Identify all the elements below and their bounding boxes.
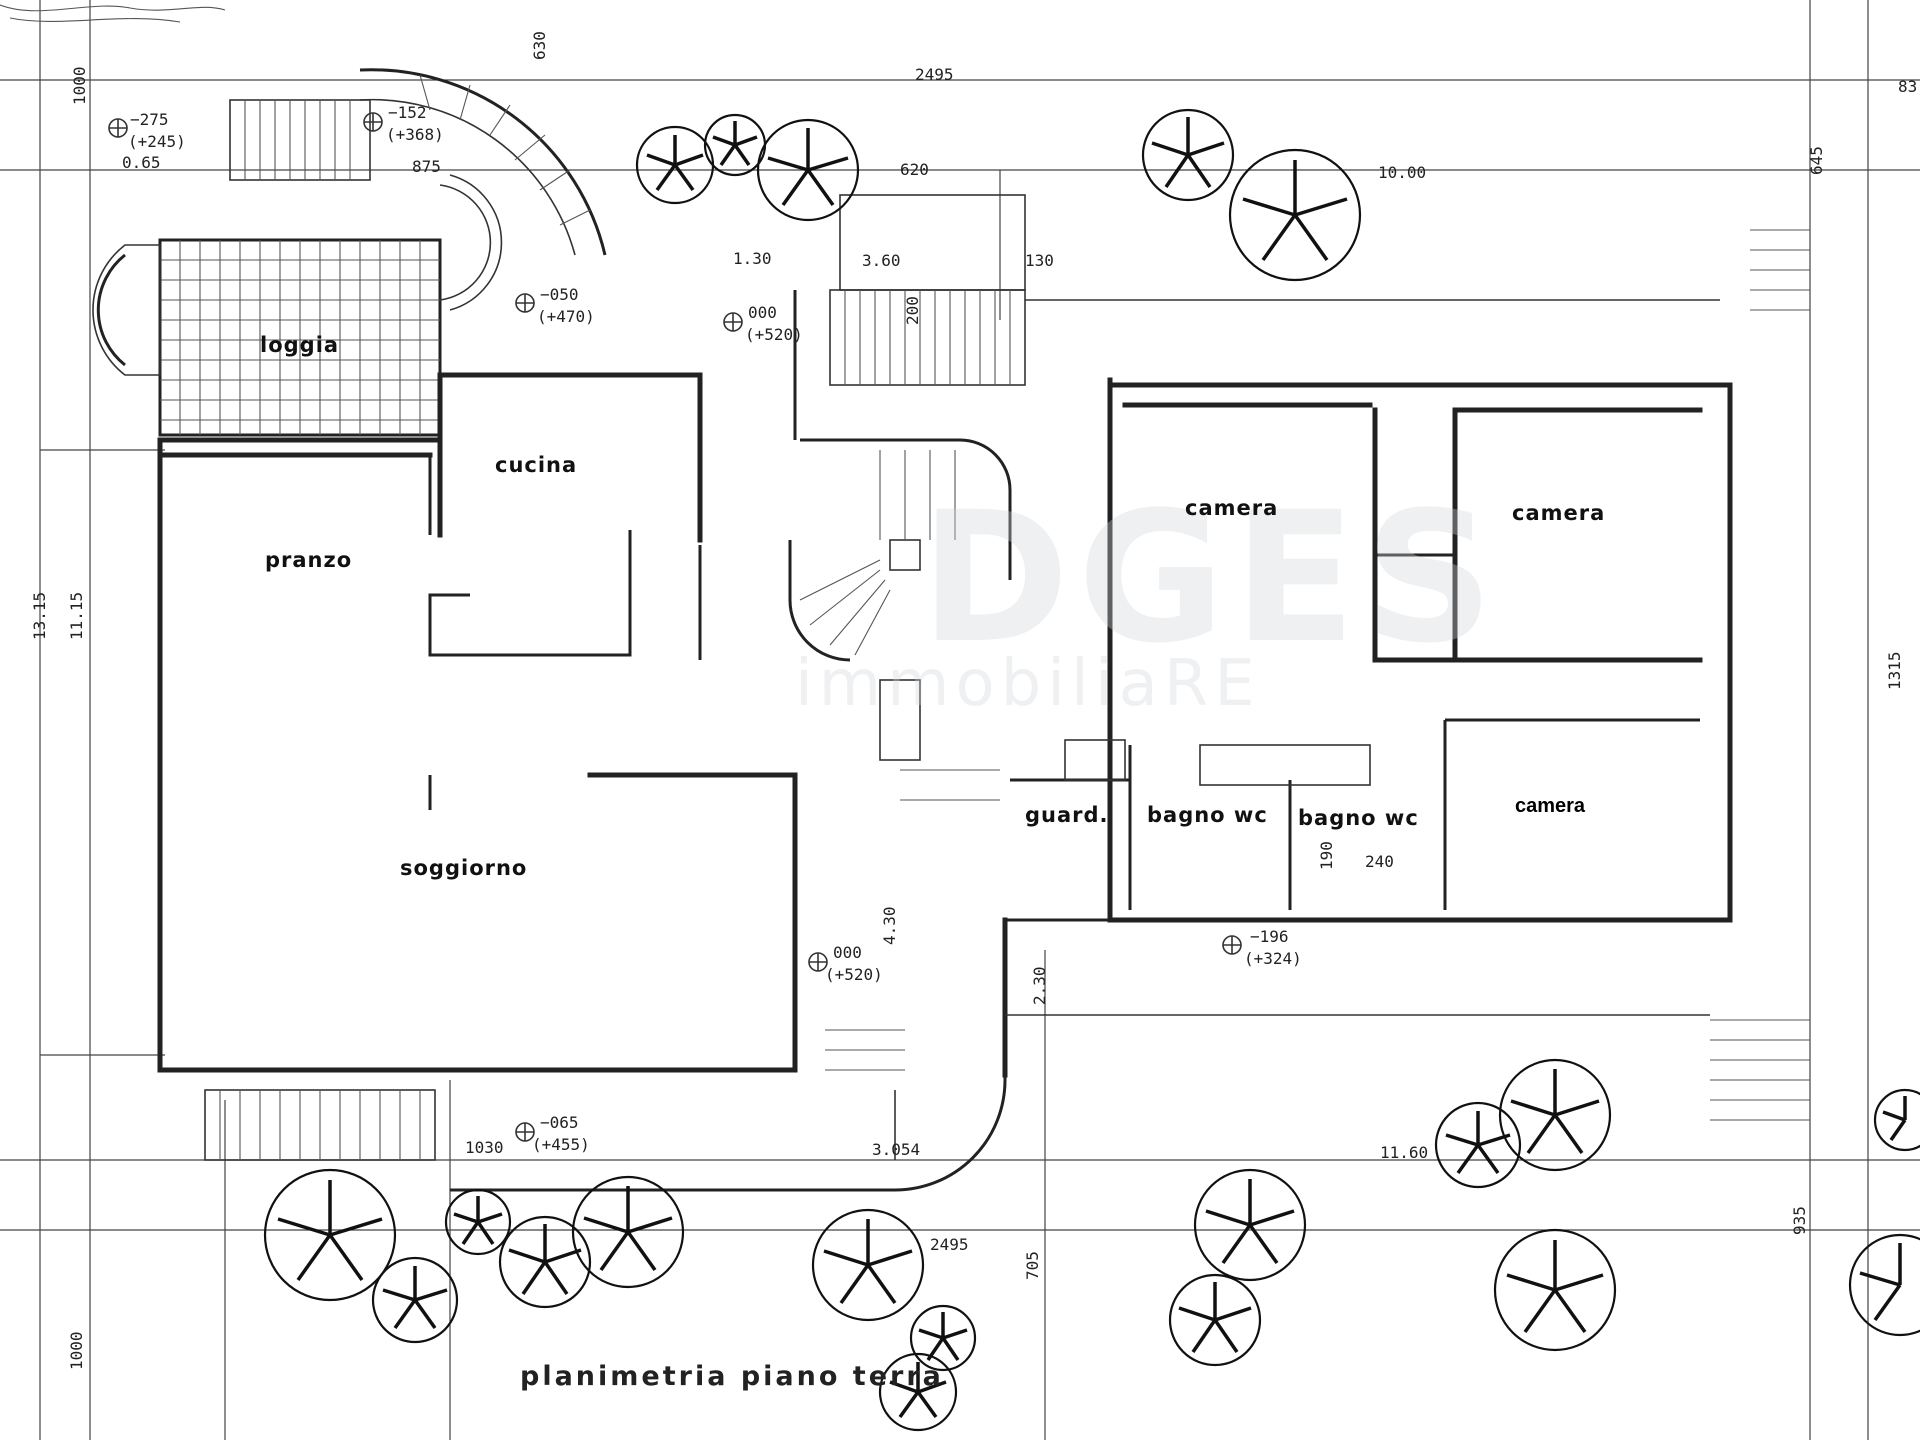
dim-360: 3.60 (862, 251, 901, 270)
dim-1000b: 10.00 (1378, 163, 1426, 182)
tree (1434, 1101, 1522, 1189)
dim-620: 620 (900, 160, 929, 179)
dim-1315-right: 1315 (1885, 651, 1904, 690)
dim-190: 190 (1317, 841, 1336, 870)
level-sub: (+520) (745, 325, 803, 344)
interior-stair (799, 450, 1000, 801)
level-sub: (+520) (825, 965, 883, 984)
tree (878, 1352, 958, 1432)
tree (756, 118, 860, 222)
tree (1848, 1233, 1920, 1337)
level-sub: (+324) (1244, 949, 1302, 968)
plan-title: planimetria piano terra (520, 1361, 944, 1392)
level-marker-icon (515, 293, 535, 313)
level-main: −196 (1250, 927, 1289, 946)
level-marker-icon (808, 952, 828, 972)
tree (1493, 1228, 1617, 1352)
level-markers: −275 (+245) −152 (+368) −050 (+470) 000 … (108, 103, 1302, 1154)
level-sub: (+455) (532, 1135, 590, 1154)
level-main: 000 (748, 303, 777, 322)
level-marker-icon (723, 312, 743, 332)
dim-1315-left: 13.15 (30, 592, 49, 640)
dim-130a: 1.30 (733, 249, 772, 268)
room-label-bagno-2: bagno wc (1298, 806, 1419, 830)
tree (1498, 1058, 1612, 1172)
room-label-pranzo: pranzo (265, 548, 352, 572)
tree (498, 1215, 592, 1309)
tree (635, 125, 715, 205)
trees (263, 108, 1920, 1432)
tree (263, 1168, 397, 1302)
loggia-area (92, 238, 442, 437)
dim-230: 2.30 (1030, 966, 1049, 1005)
exterior-stairs-top (229, 68, 1026, 386)
dim-430: 4.30 (880, 906, 899, 945)
dim-1115: 11.15 (67, 592, 86, 640)
dim-1000-bottom: 1000 (67, 1331, 86, 1370)
level-main: −275 (130, 110, 169, 129)
dim-935: 935 (1790, 1206, 1809, 1235)
watermark: DGES immobiliaRE (795, 474, 1502, 721)
dim-1030: 1030 (465, 1138, 504, 1157)
dim-065: 0.65 (122, 153, 161, 172)
dim-200: 200 (903, 296, 922, 325)
dim-3054: 3.054 (872, 1140, 920, 1159)
room-label-cucina: cucina (495, 453, 577, 477)
watermark-sub: immobiliaRE (795, 647, 1261, 721)
room-label-camera-3: camera (1515, 795, 1586, 817)
tree (909, 1304, 977, 1372)
tree (1193, 1168, 1307, 1282)
level-sub: (+245) (128, 132, 186, 151)
room-label-guardaroba: guard. (1025, 803, 1109, 827)
dim-875: 875 (412, 157, 441, 176)
dim-1160: 11.60 (1380, 1143, 1428, 1162)
level-sub: (+368) (386, 125, 444, 144)
tree (1873, 1088, 1920, 1152)
dim-645: 645 (1807, 146, 1826, 175)
room-label-camera-1: camera (1185, 496, 1278, 520)
room-label-camera-2: camera (1512, 501, 1605, 525)
tree (703, 113, 767, 177)
tree (571, 1175, 685, 1289)
level-sub: (+470) (537, 307, 595, 326)
tree (444, 1188, 512, 1256)
level-main: 000 (833, 943, 862, 962)
room-label-soggiorno: soggiorno (400, 856, 527, 880)
level-main: −065 (540, 1113, 579, 1132)
interior-walls (157, 402, 1703, 910)
dim-630: 630 (530, 31, 549, 60)
hedge-top-left (0, 4, 226, 23)
dim-705: 705 (1023, 1251, 1042, 1280)
level-marker-icon (363, 112, 383, 132)
room-label-loggia: loggia (260, 333, 339, 357)
tree (1168, 1273, 1262, 1367)
dim-top-total: 2495 (915, 65, 954, 84)
exterior-stairs-bottom (204, 229, 1810, 1192)
dim-bottom-total: 2495 (930, 1235, 969, 1254)
dimension-labels: 2495 2495 630 1000 0.65 875 620 10.00 64… (30, 31, 1917, 1370)
level-marker-icon (1222, 935, 1242, 955)
level-marker-icon (515, 1122, 535, 1142)
tree (371, 1256, 459, 1344)
tree (811, 1208, 925, 1322)
dim-1000-top: 1000 (70, 66, 89, 105)
watermark-brand: DGES (920, 474, 1502, 683)
dim-130b: 130 (1025, 251, 1054, 270)
level-main: −050 (540, 285, 579, 304)
dim-83: 83 (1898, 77, 1917, 96)
room-labels: loggia cucina pranzo soggiorno camera ca… (260, 333, 1605, 880)
room-label-bagno-1: bagno wc (1147, 803, 1268, 827)
tree (1141, 108, 1235, 202)
dim-240: 240 (1365, 852, 1394, 871)
level-marker-icon (108, 118, 128, 138)
level-main: −152 (388, 103, 427, 122)
tree (1228, 148, 1362, 282)
